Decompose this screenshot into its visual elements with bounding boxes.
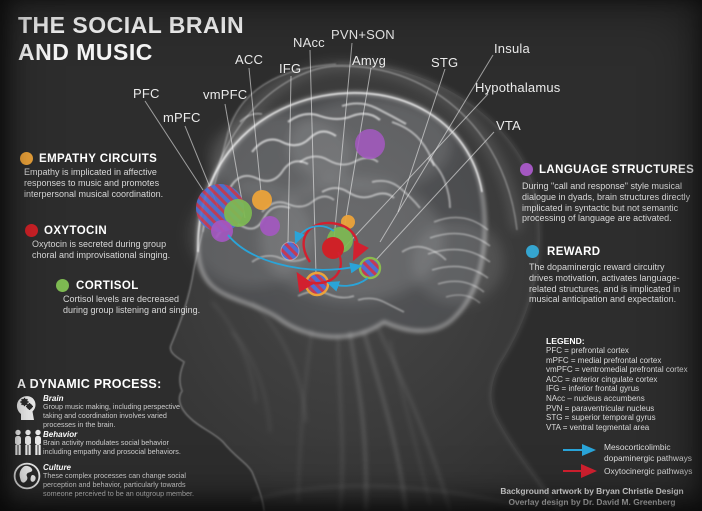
reward-body: The dopaminergic reward circuitry drives… — [529, 262, 681, 305]
region-nodes — [196, 129, 385, 297]
people-icon — [12, 428, 44, 463]
dynamic-process-heading: A DYNAMIC PROCESS: — [17, 377, 162, 391]
dopaminergic-pathway-label: Mesocorticolimbic dopaminergic pathways — [604, 442, 692, 463]
legend-heading: LEGEND: — [546, 336, 585, 346]
leader-lines — [144, 42, 495, 276]
reward-heading: REWARD — [547, 246, 601, 258]
legend-entry-ifg: IFG = inferior frontal gyrus — [546, 384, 640, 394]
language-node-frontal-low — [211, 220, 233, 242]
vessel-wisps — [211, 301, 521, 511]
empathy-body: Empathy is implicated in affective respo… — [24, 167, 164, 199]
dynamic-item-brain-label: Brain — [43, 394, 64, 403]
cerebellum — [427, 216, 491, 304]
legend-entry-stg: STG = superior temporal gyrus — [546, 413, 656, 423]
title-line-2: AND MUSIC — [18, 38, 153, 65]
dopaminergic-arrow-1 — [227, 234, 363, 274]
region-label-insula: Insula — [494, 41, 530, 56]
region-label-pfc: PFC — [133, 86, 160, 101]
dynamic-item-culture-label: Culture — [43, 463, 71, 472]
mixed-node-ifg-deep — [280, 241, 300, 261]
language-heading: LANGUAGE STRUCTURES — [539, 164, 695, 176]
region-label-mpfc: mPFC — [163, 110, 201, 125]
oxytocinergic-arrow-2 — [296, 251, 343, 293]
leader-line-pvn-son — [333, 42, 353, 240]
legend-entry-pvn: PVN = paraventricular nucleus — [546, 403, 655, 413]
cortisol-color-dot — [56, 279, 69, 292]
leader-line-pfc — [144, 100, 204, 191]
empathy-color-dot — [20, 152, 33, 165]
dynamic-item-brain-body: Group music making, including perspectiv… — [43, 402, 181, 429]
region-label-acc: ACC — [235, 52, 264, 67]
oxytocin-heading: OXYTOCIN — [44, 225, 108, 237]
dopaminergic-arrow-2 — [326, 277, 369, 292]
legend-entry-acc: ACC = anterior cingulate cortex — [546, 374, 658, 384]
region-label-vmpfc: vmPFC — [203, 87, 248, 102]
title-line-1: THE SOCIAL BRAIN — [18, 12, 245, 38]
dynamic-item-behavior-label: Behavior — [43, 430, 78, 439]
leader-line-vta — [373, 131, 495, 263]
dopaminergic-arrow-3 — [294, 225, 335, 245]
cortisol-body: Cortisol levels are decreased during gro… — [63, 294, 201, 315]
language-node-ifg — [260, 216, 280, 236]
language-node-parietal — [355, 129, 385, 159]
leader-line-hypothalamus — [341, 93, 489, 251]
legend-entry-vta: VTA = ventral tegmental area — [546, 422, 650, 432]
oxytocin-body: Oxytocin is secreted during group choral… — [32, 239, 171, 260]
region-label-hypothalamus: Hypothalamus — [475, 80, 561, 95]
legend-entry-pfc: PFC = prefrontal cortex — [546, 346, 629, 355]
region-label-nacc: NAcc — [293, 35, 325, 50]
empathy-node-acc — [252, 190, 272, 210]
legend-entry-mpfc: mPFC = medial prefrontal cortex — [546, 355, 662, 365]
leader-line-stg — [397, 68, 446, 213]
credits: Background artwork by Bryan Christie Des… — [486, 486, 698, 508]
globe-icon — [12, 461, 42, 496]
abbreviation-legend: LEGEND: PFC = prefrontal cortex mPFC = m… — [546, 336, 688, 432]
page-title: THE SOCIAL BRAIN AND MUSIC — [18, 12, 268, 65]
oxytocinergic-pathway-label: Oxytocinergic pathways — [604, 466, 693, 476]
language-color-dot — [520, 163, 533, 176]
region-label-ifg: IFG — [279, 61, 302, 76]
language-body: During "call and response" style musical… — [522, 181, 691, 224]
cortisol-heading: CORTISOL — [76, 280, 139, 292]
credits-line-2: Overlay design by Dr. David M. Greenberg — [508, 497, 676, 507]
region-label-vta: VTA — [496, 118, 521, 133]
brain-gears-icon — [12, 392, 42, 427]
legend-entry-nacc: NAcc – nucleus accumbens — [546, 393, 645, 403]
credits-line-1: Background artwork by Bryan Christie Des… — [500, 486, 684, 496]
leader-line-acc — [248, 67, 262, 193]
leader-line-ifg — [287, 75, 292, 244]
pathway-legend-arrows — [563, 444, 597, 478]
empathy-heading: EMPATHY CIRCUITS — [39, 153, 158, 165]
mixed-node-vta — [358, 256, 382, 280]
cortisol-node-frontal — [224, 199, 252, 227]
region-label-pvn-son: PVN+SON — [331, 27, 395, 42]
region-label-amyg: Amyg — [352, 53, 387, 68]
pathway-arrows — [227, 221, 369, 293]
reward-color-dot — [526, 245, 539, 258]
dynamic-item-behavior-body: Brain activity modulates social behavior… — [43, 438, 181, 456]
oxytocin-color-dot — [25, 224, 38, 237]
region-label-stg: STG — [431, 55, 459, 70]
dynamic-item-culture-body: These complex processes can change socia… — [43, 471, 195, 498]
legend-entry-vmpfc: vmPFC = ventromedial prefrontal cortex — [546, 365, 688, 375]
leader-line-nacc — [309, 49, 317, 276]
oxytocinergic-arrow-1 — [302, 221, 369, 263]
